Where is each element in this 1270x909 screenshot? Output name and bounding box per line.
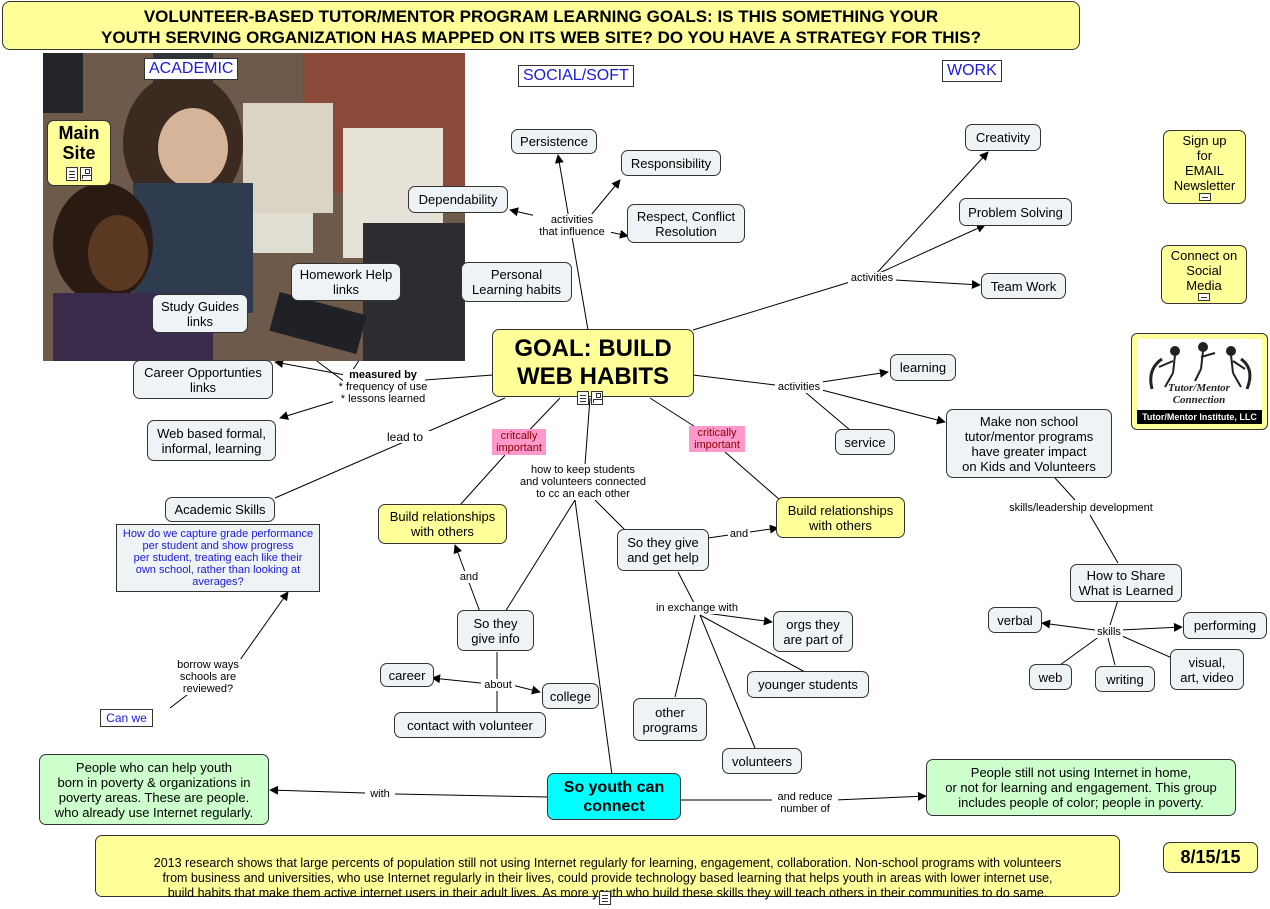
node-visual[interactable]: visual, art, video (1170, 649, 1244, 690)
label-critical-right: critically important (689, 426, 745, 452)
node-personal-habits[interactable]: Personal Learning habits (461, 262, 572, 302)
concept-map-icon[interactable] (80, 167, 92, 182)
node-how-to-share[interactable]: How to Share What is Learned (1070, 564, 1182, 602)
node-web-based[interactable]: Web based formal, informal, learning (147, 420, 276, 461)
main-site-label: Main Site (58, 123, 100, 163)
map-title-line-1: VOLUNTEER-BASED TUTOR/MENTOR PROGRAM LEA… (143, 7, 939, 26)
logo-figures-icon: Tutor/Mentor Connection (1149, 342, 1252, 406)
classroom-photo (43, 53, 465, 361)
node-web[interactable]: web (1029, 664, 1072, 690)
node-homework-help[interactable]: Homework Help links (291, 263, 401, 301)
main-site-node[interactable]: Main Site (47, 120, 111, 186)
newsletter-signup[interactable]: Sign up for EMAIL Newsletter (1163, 130, 1246, 204)
node-people-not[interactable]: People still not using Internet in home,… (926, 759, 1236, 816)
node-writing[interactable]: writing (1095, 666, 1155, 692)
tutor-mentor-logo[interactable]: Tutor/Mentor Connection Tutor/Mentor Ins… (1131, 333, 1268, 430)
document-icon[interactable] (577, 390, 589, 405)
map-title-line-2: YOUTH SERVING ORGANIZATION HAS MAPPED ON… (101, 28, 981, 47)
label-with: with (366, 788, 394, 800)
classroom-photo-illustration (43, 53, 465, 361)
node-service[interactable]: service (835, 429, 895, 455)
node-so-they-give-get[interactable]: So they give and get help (617, 529, 709, 571)
goal-node[interactable]: GOAL: BUILD WEB HABITS (492, 329, 694, 397)
node-dependability[interactable]: Dependability (408, 186, 508, 213)
node-persistence[interactable]: Persistence (511, 129, 597, 154)
goal-icons (577, 389, 603, 407)
label-activities-influence: activities that influence (533, 214, 611, 238)
category-academic: ACADEMIC (144, 58, 239, 80)
node-creativity[interactable]: Creativity (965, 124, 1041, 151)
node-other-programs[interactable]: other programs (633, 698, 707, 741)
node-people-help[interactable]: People who can help youth born in povert… (39, 754, 269, 825)
node-career-links[interactable]: Career Opportunties links (133, 360, 273, 399)
label-keep-connected: how to keep students and volunteers conn… (513, 464, 653, 500)
document-icon[interactable] (1198, 193, 1211, 201)
logo-panel: Tutor/Mentor Connection Tutor/Mentor Ins… (1137, 339, 1262, 424)
document-icon[interactable] (1198, 293, 1210, 301)
footer-icon-wrap (599, 889, 611, 907)
node-problem-solving[interactable]: Problem Solving (959, 198, 1072, 226)
node-respect[interactable]: Respect, Conflict Resolution (627, 204, 745, 243)
newsletter-label: Sign up for EMAIL Newsletter (1173, 133, 1236, 193)
node-make-non-school[interactable]: Make non school tutor/mentor programs ha… (946, 409, 1112, 478)
label-about: about (481, 679, 515, 691)
map-title: VOLUNTEER-BASED TUTOR/MENTOR PROGRAM LEA… (2, 1, 1080, 50)
goal-label: GOAL: BUILD WEB HABITS (514, 335, 672, 390)
label-measured-detail: * frequency of use * lessons learned (333, 381, 433, 405)
category-work: WORK (942, 60, 1002, 82)
node-academic-skills[interactable]: Academic Skills (165, 497, 275, 522)
category-social: SOCIAL/SOFT (518, 65, 634, 87)
node-so-youth-can-connect[interactable]: So youth can connect (547, 773, 681, 820)
social-media-link[interactable]: Connect on Social Media (1161, 245, 1247, 304)
node-can-we[interactable]: Can we (100, 709, 153, 727)
label-critical-left: critcally important (492, 429, 546, 455)
label-in-exchange: in exchange with (652, 602, 742, 614)
label-borrow: borrow ways schools are reviewed? (170, 659, 246, 695)
date-badge: 8/15/15 (1163, 842, 1258, 873)
node-younger[interactable]: younger students (747, 671, 869, 698)
node-verbal[interactable]: verbal (988, 607, 1042, 633)
node-career[interactable]: career (380, 663, 434, 687)
node-volunteers[interactable]: volunteers (722, 748, 802, 774)
logo-line-1: Tutor/Mentor (1168, 382, 1231, 394)
node-orgs[interactable]: orgs they are part of (773, 611, 853, 652)
label-activities-right: activities (775, 381, 823, 393)
node-contact-volunteer[interactable]: contact with volunteer (394, 712, 546, 738)
footer-note: 2013 research shows that large percents … (95, 835, 1120, 900)
label-and-right: and (728, 528, 750, 540)
footer-text: 2013 research shows that large percents … (153, 856, 1062, 900)
label-activities-work: activities (848, 272, 896, 284)
social-media-label: Connect on Social Media (1170, 248, 1238, 293)
node-team-work[interactable]: Team Work (981, 273, 1066, 299)
label-measured-by: measured by (343, 369, 423, 381)
node-build-rel-right[interactable]: Build relationships with others (776, 497, 905, 538)
label-and-reduce: and reduce number of (772, 791, 838, 815)
label-and-left: and (457, 571, 481, 583)
node-performing[interactable]: performing (1183, 612, 1267, 639)
logo-caption: Tutor/Mentor Institute, LLC (1137, 410, 1262, 424)
main-site-icons (66, 163, 92, 183)
node-college[interactable]: college (542, 683, 599, 709)
document-icon[interactable] (66, 167, 78, 182)
node-learning[interactable]: learning (890, 354, 956, 381)
node-study-guides[interactable]: Study Guides links (152, 294, 248, 333)
node-grade-question[interactable]: How do we capture grade performance per … (116, 524, 320, 592)
label-skills: skills (1095, 626, 1123, 638)
label-lead-to: lead to (380, 431, 430, 443)
node-responsibility[interactable]: Responsibility (621, 150, 721, 176)
label-skills-leadership: skills/leadership development (1003, 502, 1159, 514)
document-icon[interactable] (599, 890, 611, 905)
node-so-they-give-info[interactable]: So they give info (457, 610, 534, 651)
concept-map-icon[interactable] (591, 390, 603, 405)
node-build-rel-left[interactable]: Build relationships with others (378, 504, 507, 544)
logo-line-2: Connection (1173, 394, 1226, 406)
